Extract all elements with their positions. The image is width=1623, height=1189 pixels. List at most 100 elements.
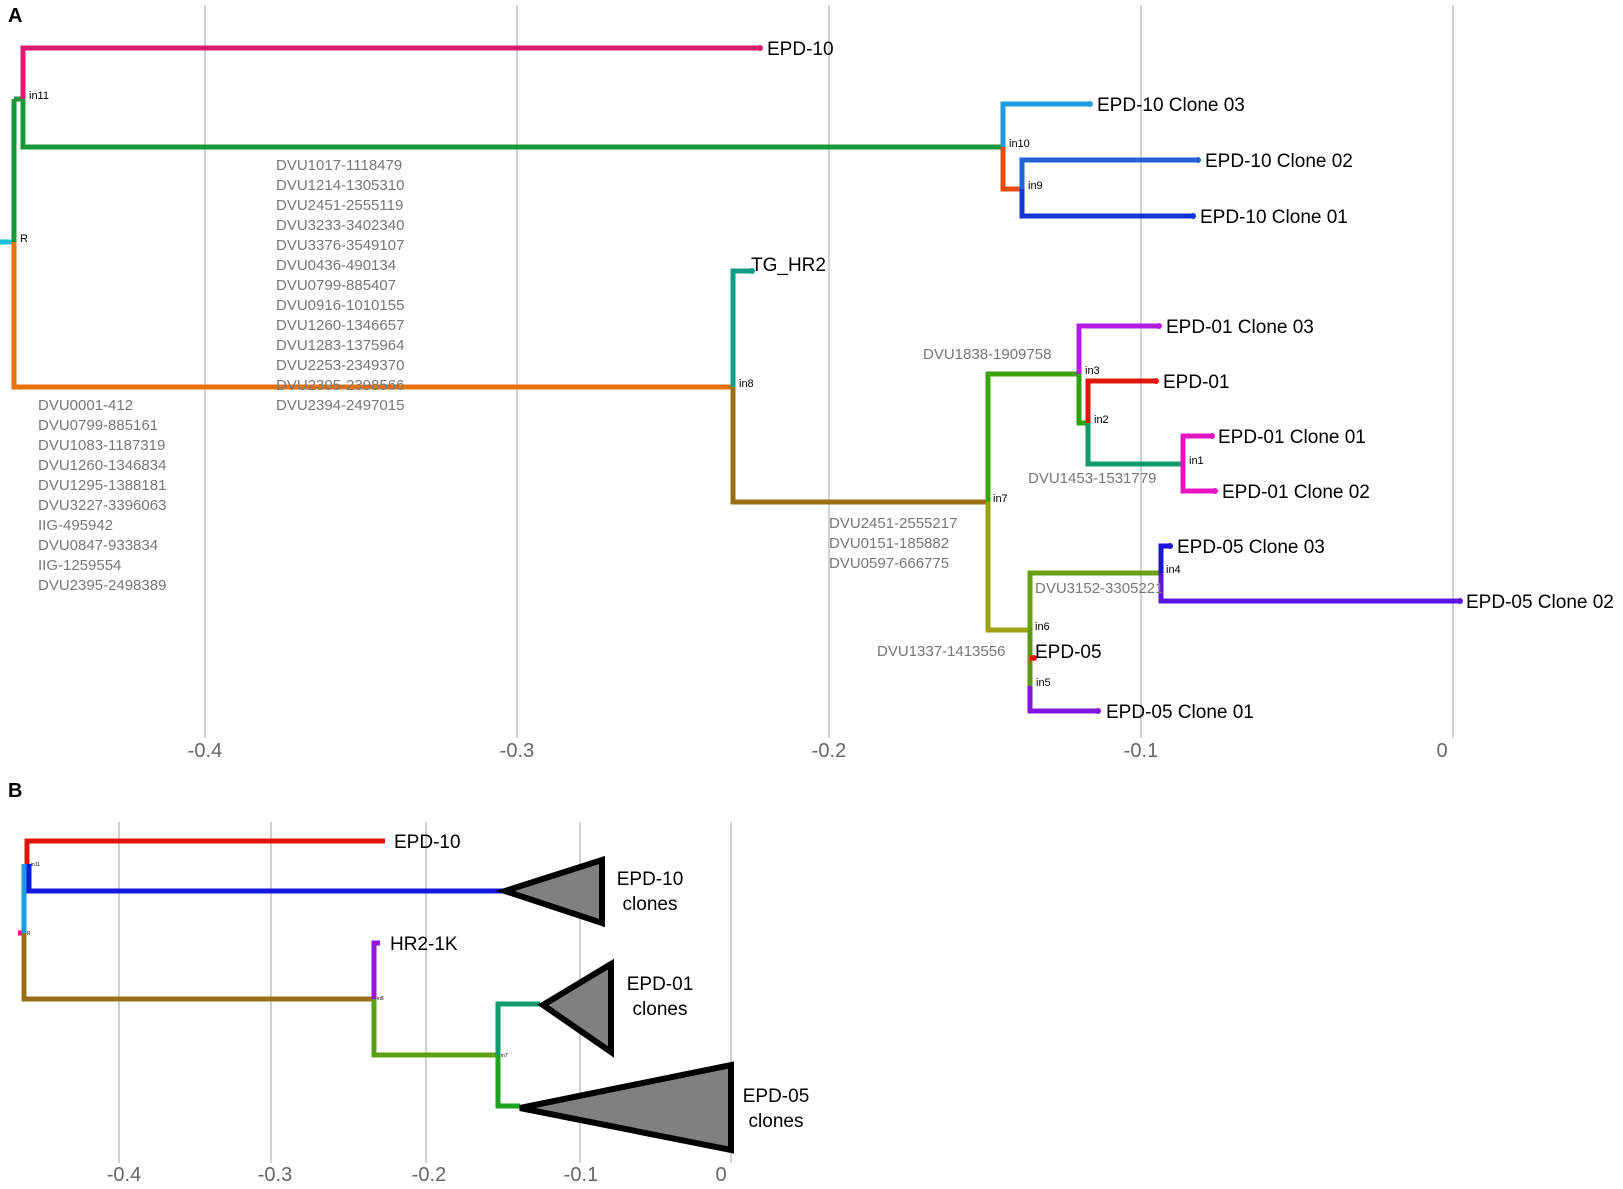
mutation-label: DVU2253-2349370 [276, 357, 404, 374]
panel-b-node-labels: in11 R in8 in7 [27, 862, 508, 1059]
panel-a-branches [0, 45, 1460, 714]
panel-b-leaf-labels: EPD-10 HR2-1K [390, 832, 461, 955]
node-label: in11 [31, 862, 40, 868]
mutation-label: DVU1083-1187319 [38, 437, 165, 454]
mutation-label: DVU0799-885407 [276, 277, 396, 294]
epd-10-clones-triangle [495, 855, 605, 928]
panel-a-axis: -0.4 -0.3 -0.2 -0.1 0 [188, 740, 1448, 762]
panel-b-tick-label: -0.2 [412, 1164, 446, 1186]
leaf-label: EPD-10 Clone 01 [1200, 207, 1348, 228]
leaf-label: HR2-1K [390, 934, 458, 955]
tip-marker [1457, 598, 1463, 604]
leaf-label: TG_HR2 [751, 255, 826, 276]
leaf-label: EPD-05 Clone 03 [1177, 537, 1325, 558]
leaf-label: EPD-01 [1163, 372, 1230, 393]
leaf-label: EPD-05 [1035, 642, 1102, 663]
in8-branch [21, 933, 374, 1002]
hr2-1k-branch [371, 940, 380, 999]
panel-a-tick-label: 0 [1436, 740, 1447, 762]
clade-label: EPD-10 [617, 869, 684, 890]
clade-label: clones [633, 999, 688, 1020]
mutation-label: DVU0151-185882 [829, 535, 949, 552]
panel-a-tick-label: -0.1 [1124, 740, 1158, 762]
node-label: in4 [1166, 564, 1181, 576]
panel-a-node-labels: in11 R in10 in9 in8 in3 in2 in1 in7 in4 … [20, 90, 1204, 689]
node-label: in7 [501, 1053, 508, 1059]
mutation-label: DVU1214-1305310 [276, 177, 404, 194]
node-label: in1 [1189, 455, 1204, 467]
mutation-label: DVU1295-1388181 [38, 477, 166, 494]
mutation-label: IIG-1259554 [38, 557, 121, 574]
in4-mutation-label: DVU3152-3305221 [1035, 580, 1163, 597]
clade-label: clones [623, 894, 678, 915]
in4-branch [1027, 570, 1161, 630]
mutation-label: DVU0847-933834 [38, 537, 158, 554]
epd-10-clones-branch [26, 864, 505, 894]
in11-mutation-list: DVU1017-1118479 DVU1214-1305310 DVU2451-… [276, 157, 404, 414]
leaf-label: EPD-10 [394, 832, 461, 853]
panel-b: B -0.4 -0.3 -0.2 -0.1 0 [8, 780, 809, 1186]
in7-branch [371, 999, 498, 1058]
tip-marker [1153, 378, 1159, 384]
panel-b-tick-label: -0.1 [564, 1164, 598, 1186]
panel-a-grid [204, 5, 1454, 738]
mutation-label: DVU0436-490134 [276, 257, 396, 274]
epd-10-branch [24, 838, 385, 864]
mutation-label: DVU0001-412 [38, 397, 133, 414]
epd-05-clone-02-branch [1158, 573, 1460, 604]
epd-10-clone-01-branch [1019, 189, 1193, 219]
panel-b-branches [18, 838, 540, 1109]
epd-01-clones-triangle [537, 958, 614, 1058]
node-label: in8 [377, 996, 384, 1002]
node-label: in10 [1009, 138, 1030, 150]
panel-a-letter: A [8, 5, 22, 27]
in10-branch [20, 99, 1003, 150]
tip-marker [749, 268, 755, 274]
mutation-label: DVU1260-1346657 [276, 317, 404, 334]
tip-marker [1190, 213, 1196, 219]
epd-10-clone-03-branch [1000, 101, 1090, 147]
node-label: in8 [739, 378, 754, 390]
in5-mutation-label: DVU1337-1413556 [877, 643, 1005, 660]
panel-a: A -0.4 -0.3 -0.2 -0.1 0 [0, 5, 1614, 762]
mutation-label: DVU2395-2498389 [38, 577, 166, 594]
node-label: in3 [1085, 365, 1100, 377]
panel-b-axis: -0.4 -0.3 -0.2 -0.1 0 [107, 1164, 727, 1186]
in1-branch [1085, 423, 1183, 467]
tip-marker [1087, 101, 1093, 107]
tip-marker [1156, 323, 1162, 329]
in3-mutation-label: DVU1838-1909758 [923, 346, 1051, 363]
tip-marker [1095, 708, 1101, 714]
epd-05-clones-branch [495, 1055, 520, 1109]
panel-b-tick-label: -0.4 [107, 1164, 141, 1186]
mutation-label: DVU3233-3402340 [276, 217, 404, 234]
mutation-label: DVU2394-2497015 [276, 397, 404, 414]
leaf-label: EPD-01 Clone 03 [1166, 317, 1314, 338]
in7-branch [730, 387, 988, 505]
in7-mutation-list: DVU2451-2555217 DVU0151-185882 DVU0597-6… [829, 515, 957, 572]
tip-marker [757, 45, 763, 51]
node-label: in9 [1028, 180, 1043, 192]
leaf-label: EPD-10 [767, 39, 834, 60]
panel-b-clade-labels: EPD-10 clones EPD-01 clones EPD-05 clone… [617, 869, 810, 1132]
mutation-label: DVU0597-666775 [829, 555, 949, 572]
epd-01-clone-03-branch [1076, 323, 1159, 374]
node-label: in6 [1035, 621, 1050, 633]
mutation-label: DVU3227-3396063 [38, 497, 166, 514]
tg-hr2-branch [730, 268, 752, 387]
leaf-label: EPD-10 Clone 03 [1097, 95, 1245, 116]
tip-marker [1209, 433, 1215, 439]
clade-label: EPD-01 [627, 974, 694, 995]
epd-05-clone-01-branch [1027, 686, 1098, 714]
panel-b-tick-label: -0.3 [258, 1164, 292, 1186]
in9-branch [1000, 147, 1022, 192]
in1-mutation-label: DVU1453-1531779 [1028, 470, 1156, 487]
leaf-label: EPD-05 Clone 02 [1466, 592, 1614, 613]
panel-a-leaf-labels: EPD-10 EPD-10 Clone 03 EPD-10 Clone 02 E… [751, 39, 1614, 723]
panel-b-tick-label: 0 [715, 1164, 726, 1186]
epd-01-branch [1085, 378, 1156, 423]
in6-branch [985, 502, 1030, 633]
leaf-label: EPD-01 Clone 02 [1222, 482, 1370, 503]
panel-b-letter: B [8, 780, 22, 802]
